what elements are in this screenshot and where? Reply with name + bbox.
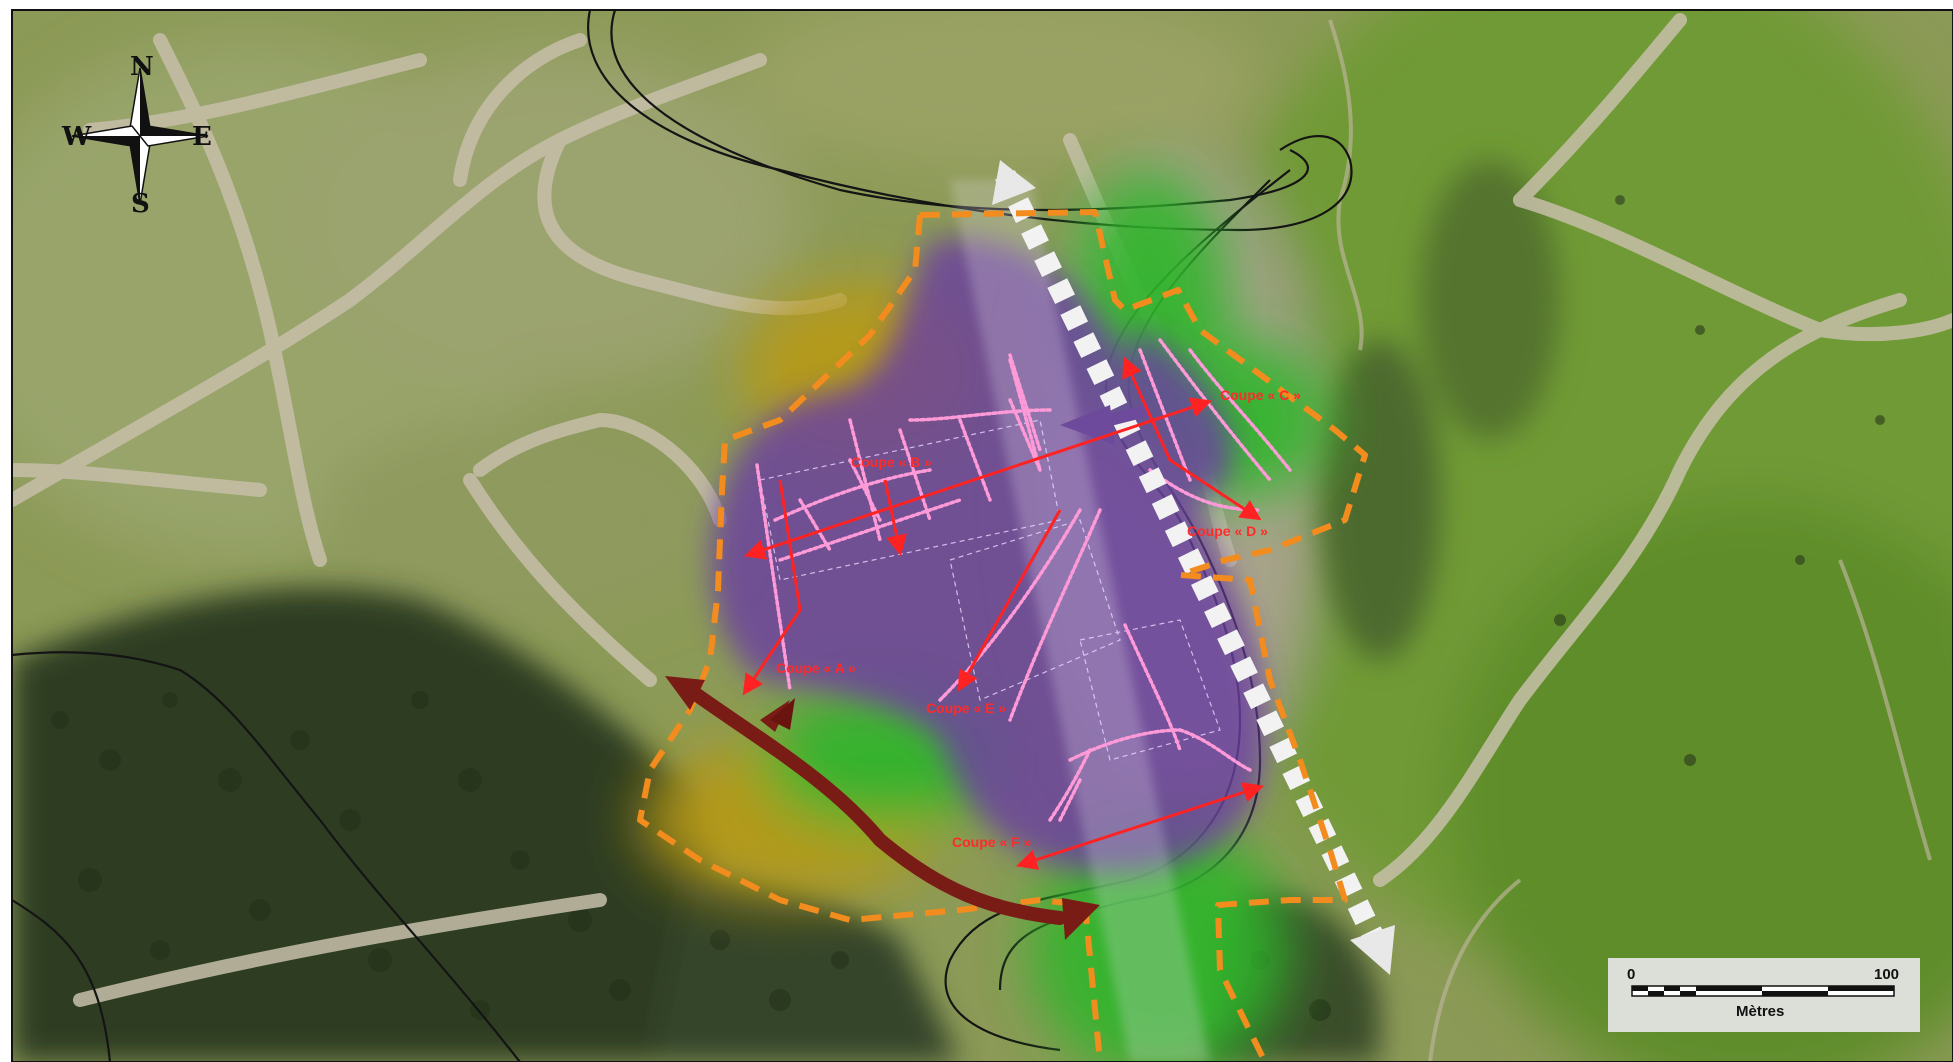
scale-bar-end: 100 bbox=[1874, 966, 1899, 983]
compass-west-label: W bbox=[61, 122, 92, 152]
section-label-a: Coupe « A » bbox=[776, 660, 856, 676]
lift-arrow-north bbox=[992, 160, 1036, 205]
section-line-e bbox=[957, 509, 1062, 692]
compass-rose: N S W E bbox=[61, 52, 212, 219]
scale-bar-unit: Mètres bbox=[1736, 1003, 1784, 1020]
section-label-d: Coupe « D » bbox=[1187, 523, 1268, 539]
section-label-b: Coupe « B » bbox=[851, 454, 932, 470]
lift-arrow-south bbox=[1350, 925, 1395, 975]
map-frame-line bbox=[11, 9, 1953, 1062]
section-label-f: Coupe « F » bbox=[952, 834, 1032, 850]
section-label-c: Coupe « C » bbox=[1220, 387, 1301, 403]
scale-bar: 0 100 Mètres bbox=[1608, 958, 1920, 1032]
section-line-f bbox=[1016, 782, 1264, 870]
section-line-c-d bbox=[1122, 356, 1262, 521]
compass-north-label: N bbox=[130, 52, 154, 82]
scale-bar-start: 0 bbox=[1627, 966, 1635, 983]
flow-arrow bbox=[665, 676, 1100, 940]
compass-east-label: E bbox=[192, 122, 212, 152]
section-label-e: Coupe « E » bbox=[926, 700, 1006, 716]
compass-south-label: S bbox=[131, 189, 150, 219]
tree-dots bbox=[51, 195, 1885, 1021]
section-lines bbox=[742, 356, 1264, 870]
